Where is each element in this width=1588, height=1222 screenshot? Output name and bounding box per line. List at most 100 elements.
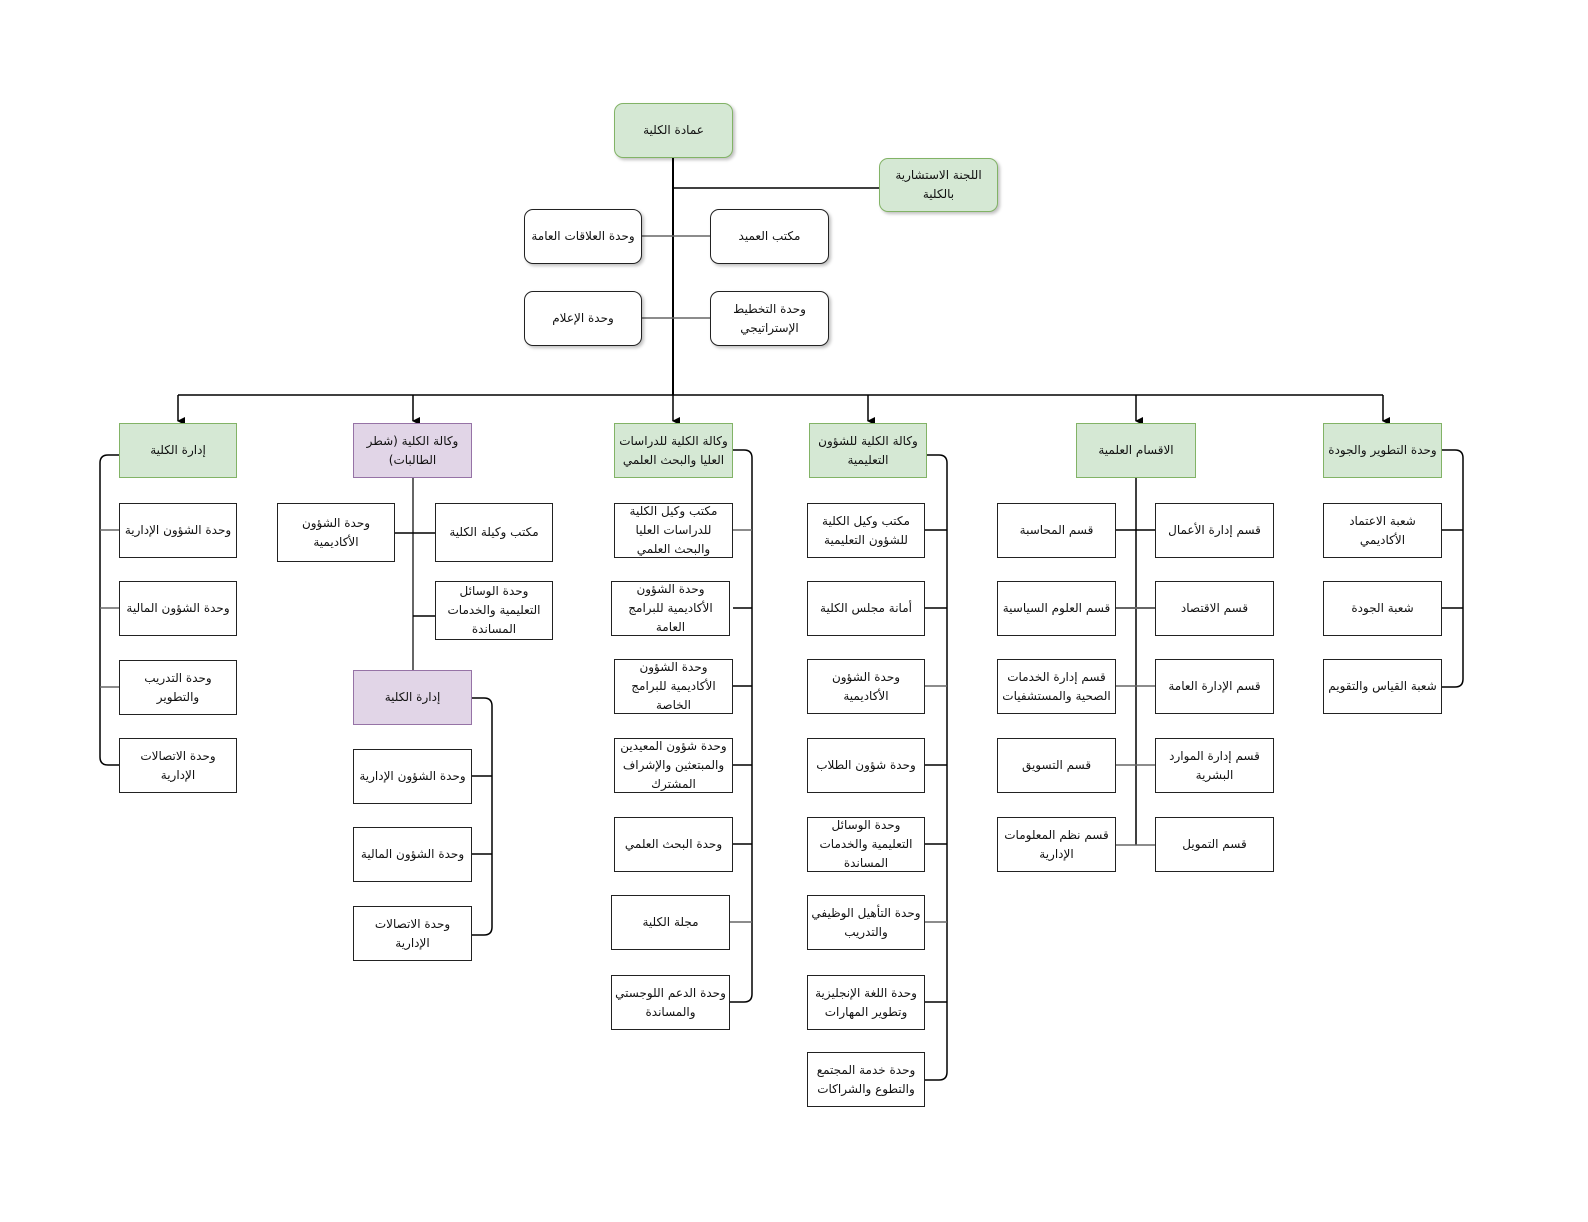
- department-node: قسم نظم المعلومات الإدارية: [997, 817, 1116, 872]
- educational-unit-node: وحدة الوسائل التعليمية والخدمات المساندة: [807, 817, 925, 872]
- dean-office-node: مكتب العميد: [710, 209, 829, 264]
- node-label: وحدة شؤون المعيدين والمبتعثين والإشراف ا…: [620, 739, 727, 791]
- graduate-unit-node: وحدة البحث العلمي: [614, 817, 733, 872]
- node-label: وحدة التأهيل الوظيفي والتدريب: [811, 905, 921, 939]
- female-agency-office-node: مكتب وكيلة الكلية: [435, 503, 553, 562]
- strategic-planning-node: وحدة التخطيط الإستراتيجي: [710, 291, 829, 346]
- node-label: وحدة الوسائل التعليمية والخدمات المساندة: [447, 584, 541, 636]
- node-label: إدارة الكلية: [150, 443, 206, 457]
- node-label: عمادة الكلية: [643, 123, 704, 137]
- node-label: قسم العلوم السياسية: [1002, 601, 1111, 615]
- node-label: شعبة القياس والتقويم: [1328, 679, 1437, 693]
- node-label: قسم المحاسبة: [1019, 523, 1094, 537]
- department-node: قسم التسويق: [997, 738, 1116, 793]
- educational-unit-node: وحدة خدمة المجتمع والتطوع والشراكات: [807, 1052, 925, 1107]
- node-label: الاقسام العلمية: [1098, 443, 1174, 457]
- department-node: قسم إدارة الموارد البشرية: [1155, 738, 1274, 793]
- node-label: وحدة التخطيط الإستراتيجي: [733, 301, 806, 335]
- node-label: أمانة مجلس الكلية: [820, 601, 912, 615]
- educational-unit-node: مكتب وكيل الكلية للشؤون التعليمية: [807, 503, 925, 558]
- department-node: قسم الإدارة العامة: [1155, 659, 1274, 714]
- node-label: وحدة الاتصالات الإدارية: [140, 748, 216, 782]
- female-admin-unit-node: وحدة الشؤون الإدارية: [353, 749, 472, 804]
- dean-node: عمادة الكلية: [614, 103, 733, 158]
- node-label: وحدة الدعم اللوجستي والمساندة: [615, 985, 726, 1019]
- node-label: وكالة الكلية للدراسات العليا والبحث العل…: [619, 433, 728, 467]
- node-label: وحدة الشؤون الإدارية: [124, 523, 232, 537]
- node-label: وحدة الشؤون المالية: [360, 847, 465, 861]
- graduate-unit-node: مجلة الكلية: [611, 895, 730, 950]
- educational-unit-node: وحدة الشؤون الأكاديمية: [807, 659, 925, 714]
- department-node: قسم المحاسبة: [997, 503, 1116, 558]
- node-label: وكالة الكلية للشؤون التعليمية: [818, 433, 918, 467]
- node-label: وحدة الشؤون المالية: [126, 601, 230, 615]
- department-node: قسم إدارة الأعمال: [1155, 503, 1274, 558]
- node-label: وحدة الشؤون الأكاديمية: [831, 669, 901, 703]
- node-label: قسم إدارة الخدمات الصحية والمستشفيات: [1002, 669, 1111, 703]
- female-section-agency-node: وكالة الكلية (شطر الطالبات): [353, 423, 472, 478]
- node-label: وحدة التطوير والجودة: [1328, 443, 1437, 457]
- node-label: مكتب وكيلة الكلية: [449, 525, 539, 539]
- female-admin-unit-node: وحدة الاتصالات الإدارية: [353, 906, 472, 961]
- department-node: قسم الاقتصاد: [1155, 581, 1274, 636]
- node-label: وحدة خدمة المجتمع والتطوع والشراكات: [816, 1062, 916, 1096]
- node-label: مكتب العميد: [738, 229, 801, 243]
- female-admin-unit-node: وحدة الشؤون المالية: [353, 827, 472, 882]
- node-label: مجلة الكلية: [642, 915, 699, 929]
- female-media-services-node: وحدة الوسائل التعليمية والخدمات المساندة: [435, 581, 553, 640]
- female-administration-node: إدارة الكلية: [353, 670, 472, 725]
- advisory-committee-node: اللجنة الاستشارية بالكلية: [879, 158, 998, 212]
- node-label: قسم الاقتصاد: [1180, 601, 1249, 615]
- node-label: وحدة الشؤون الأكاديمية للبرامج الخاصة: [631, 660, 716, 712]
- node-label: شعبة الاعتماد الأكاديمي: [1349, 513, 1416, 547]
- graduate-unit-node: وحدة الشؤون الأكاديمية للبرامج الخاصة: [614, 659, 733, 714]
- node-label: قسم إدارة الأعمال: [1168, 523, 1261, 537]
- quality-development-unit-node: وحدة التطوير والجودة: [1323, 423, 1442, 478]
- node-label: وحدة الاتصالات الإدارية: [374, 916, 451, 950]
- media-unit-node: وحدة الإعلام: [524, 291, 642, 346]
- node-label: مكتب وكيل الكلية للشؤون التعليمية: [822, 513, 910, 547]
- graduate-unit-node: وحدة الدعم اللوجستي والمساندة: [611, 975, 730, 1030]
- node-label: قسم نظم المعلومات الإدارية: [1004, 827, 1109, 861]
- admin-unit-node: وحدة الشؤون الإدارية: [119, 503, 237, 558]
- node-label: اللجنة الاستشارية بالكلية: [895, 168, 982, 201]
- academic-departments-node: الاقسام العلمية: [1076, 423, 1196, 478]
- educational-affairs-agency-node: وكالة الكلية للشؤون التعليمية: [809, 423, 927, 478]
- graduate-unit-node: مكتب وكيل الكلية للدراسات العليا والبحث …: [614, 503, 733, 558]
- node-label: وحدة الشؤون الأكاديمية للبرامج العامة: [628, 582, 713, 634]
- female-academic-unit-node: وحدة الشؤون الأكاديمية: [277, 503, 395, 562]
- graduate-unit-node: وحدة شؤون المعيدين والمبتعثين والإشراف ا…: [614, 738, 733, 793]
- educational-unit-node: وحدة اللغة الإنجليزية وتطوير المهارات: [807, 975, 925, 1030]
- node-label: وحدة الشؤون الأكاديمية: [301, 515, 371, 549]
- node-label: وحدة الإعلام: [552, 311, 614, 325]
- node-label: قسم التسويق: [1021, 758, 1092, 772]
- quality-section-node: شعبة الاعتماد الأكاديمي: [1323, 503, 1442, 558]
- graduate-unit-node: وحدة الشؤون الأكاديمية للبرامج العامة: [611, 581, 730, 636]
- node-label: وحدة العلاقات العامة: [531, 229, 635, 243]
- educational-unit-node: وحدة شؤون الطلاب: [807, 738, 925, 793]
- department-node: قسم العلوم السياسية: [997, 581, 1116, 636]
- node-label: وحدة التدريب والتطوير: [144, 670, 212, 704]
- node-label: وحدة اللغة الإنجليزية وتطوير المهارات: [815, 985, 917, 1019]
- node-label: وحدة البحث العلمي: [624, 837, 723, 851]
- node-label: شعبة الجودة: [1351, 601, 1414, 615]
- node-label: قسم الإدارة العامة: [1168, 679, 1261, 693]
- node-label: إدارة الكلية: [384, 690, 441, 704]
- node-label: مكتب وكيل الكلية للدراسات العليا والبحث …: [629, 504, 718, 556]
- public-relations-node: وحدة العلاقات العامة: [524, 209, 642, 264]
- quality-section-node: شعبة القياس والتقويم: [1323, 659, 1442, 714]
- admin-unit-node: وحدة التدريب والتطوير: [119, 660, 237, 715]
- node-label: قسم التمويل: [1182, 837, 1247, 851]
- educational-unit-node: وحدة التأهيل الوظيفي والتدريب: [807, 895, 925, 950]
- node-label: وحدة شؤون الطلاب: [816, 758, 916, 772]
- department-node: قسم إدارة الخدمات الصحية والمستشفيات: [997, 659, 1116, 714]
- educational-unit-node: أمانة مجلس الكلية: [807, 581, 925, 636]
- node-label: قسم إدارة الموارد البشرية: [1169, 748, 1260, 782]
- node-label: وحدة الشؤون الإدارية: [359, 769, 466, 783]
- admin-unit-node: وحدة الاتصالات الإدارية: [119, 738, 237, 793]
- graduate-studies-agency-node: وكالة الكلية للدراسات العليا والبحث العل…: [614, 423, 733, 478]
- department-node: قسم التمويل: [1155, 817, 1274, 872]
- admin-unit-node: وحدة الشؤون المالية: [119, 581, 237, 636]
